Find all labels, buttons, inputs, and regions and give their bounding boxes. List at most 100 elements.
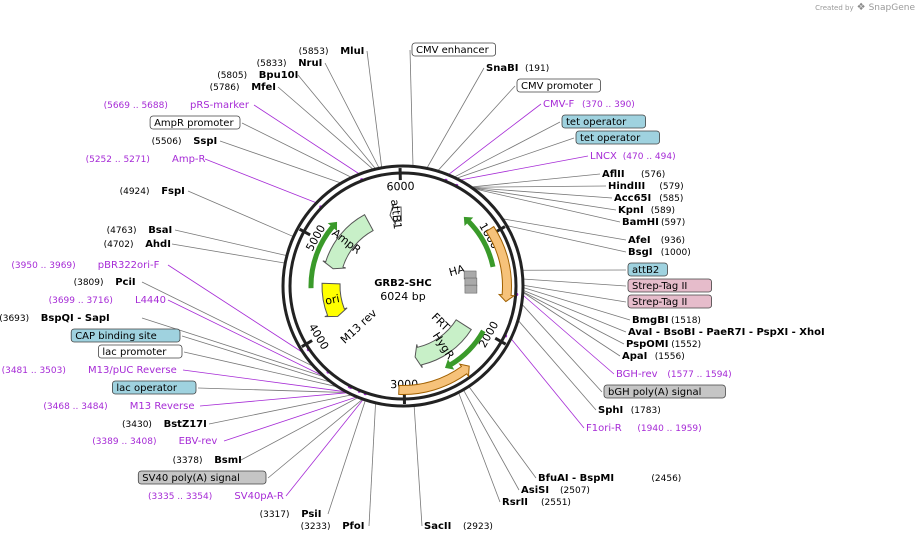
site-label-lncx: LNCX(470 .. 494): [590, 151, 676, 162]
site-position-sspi: (5506): [152, 137, 182, 147]
leader-line-bfuai: [468, 386, 537, 479]
enzyme-name-kpni: KpnI: [618, 205, 644, 216]
enzyme-name-ahdi: AhdI: [145, 239, 171, 250]
site-label-acc65i: Acc65I(585): [614, 193, 683, 204]
site-label-sspi: SspI(5506): [152, 136, 218, 147]
site-position-sv40par: (3335 .. 3354): [148, 492, 212, 502]
tick-mark-5000: [298, 227, 311, 237]
site-label-kpni: KpnI (589): [618, 205, 675, 216]
site-position-sacii: (2923): [463, 522, 493, 532]
feature-name-lacop: lac operator: [116, 383, 177, 394]
site-label-fspi: FspI(4924): [120, 186, 185, 197]
leader-line-cap: [181, 335, 333, 384]
site-position-apai: (1556): [655, 352, 685, 362]
feature-box-tetop2: [575, 130, 660, 145]
enzyme-name-avai: AvaI - BsoBI - PaeR7I - PspXI - XhoI: [628, 327, 825, 338]
leader-line-bgh: [521, 303, 603, 393]
feature-name-sv40pa: SV40 poly(A) signal: [142, 473, 240, 484]
leader-line-cmvenh: [409, 49, 414, 167]
enzyme-name-pspomi: PspOMI: [626, 339, 668, 350]
leader-line-m13r: [199, 392, 349, 407]
site-labels: MluI(5853)NruI(5833)Bpu10I(5805)MfeI(578…: [0, 42, 825, 532]
site-label-hindiii: HindIII (579): [608, 181, 684, 192]
leader-lines: [141, 49, 631, 527]
site-position-aflii: (576): [641, 170, 665, 180]
site-position-hindiii: (579): [659, 182, 683, 192]
site-position-l4440: (3699 .. 3716): [49, 296, 113, 306]
site-position-pbr: (3950 .. 3969): [11, 261, 75, 271]
feature-name-strep2: Strep-Tag II: [632, 297, 687, 308]
site-label-apai: ApaI(1556): [622, 351, 685, 362]
leader-line-strep1: [522, 278, 627, 287]
leader-line-tetop2: [456, 137, 575, 179]
site-label-ahdi: AhdI (4702): [104, 239, 171, 250]
leader-line-mlui: [366, 50, 383, 168]
ampr-feature-arrow: AmpR: [322, 214, 374, 270]
site-label-mlui: MluI (5853): [299, 46, 365, 57]
leader-line-ahdi: [171, 243, 286, 264]
enzyme-name-snabi: SnaBI: [486, 63, 518, 74]
enzyme-name-pcii: PciI: [115, 277, 135, 288]
enzyme-name-afei: AfeI: [628, 235, 651, 246]
enzyme-name-bstz: BstZ17I: [164, 419, 207, 430]
feature-box-cmvenh: [411, 42, 496, 57]
m13rev-feature-label: M13 rev: [338, 306, 380, 346]
grb2-feature-arrow: [485, 225, 516, 303]
feature-name-strep1: Strep-Tag II: [632, 281, 687, 292]
site-position-rsrii: (2551): [541, 498, 571, 508]
leader-line-ampr: [204, 158, 317, 204]
leader-line-sphi: [517, 319, 597, 411]
site-position-kpni: (589): [651, 206, 675, 216]
tick-label-6000: 6000: [386, 180, 414, 194]
leader-line-bsgi: [506, 225, 627, 253]
primer-name-m13r: M13 Reverse: [130, 401, 195, 412]
site-label-bspqi: BspQI - SapI(3693): [0, 313, 110, 324]
primer-name-prs: pRS-marker: [190, 100, 250, 111]
feature-name-cmvenh: CMV enhancer: [416, 45, 490, 56]
site-position-bspqi: (3693): [0, 314, 29, 324]
leader-line-m13puc: [182, 369, 347, 393]
site-position-m13puc: (3481 .. 3503): [2, 366, 66, 376]
site-position-bstz: (3430): [122, 420, 152, 430]
leader-line-kpni: [472, 187, 617, 211]
leader-line-hindiii: [471, 185, 607, 188]
site-label-cmvprom: CMV promoter: [516, 78, 601, 93]
feature-box-bgh: [603, 384, 726, 399]
site-position-ahdi: (4702): [104, 240, 134, 250]
leader-line-bsai: [174, 229, 287, 257]
site-label-strep2: Strep-Tag II: [627, 294, 712, 309]
feature-box-strep2: [627, 294, 712, 309]
site-position-ampr: (5252 .. 5271): [86, 155, 150, 165]
leader-line-cmvf: [447, 103, 542, 176]
leader-line-lacprom: [183, 351, 339, 388]
site-position-prs: (5669 .. 5688): [104, 101, 168, 111]
ori-feature-arrow: ori: [321, 282, 348, 318]
site-position-pfoi: (3233): [301, 522, 331, 532]
site-label-mfei: MfeI(5786): [210, 82, 276, 93]
site-position-bamhi: (597): [661, 218, 685, 228]
feature-box-sv40pa: [137, 470, 267, 485]
primer-name-m13puc: M13/pUC Reverse: [88, 365, 177, 376]
site-position-mlui: (5853): [299, 47, 329, 57]
leader-line-pbr: [167, 264, 304, 354]
site-label-pbr: pBR322ori-F(3950 .. 3969): [11, 260, 159, 271]
enzyme-name-bamhi: BamHI: [622, 217, 659, 228]
tick-mark-4000: [301, 339, 313, 348]
feature-name-cap: CAP binding site: [75, 331, 157, 342]
leader-line-psii: [327, 399, 366, 515]
enzyme-name-pfoi: PfoI: [342, 521, 364, 532]
enzyme-name-mlui: MluI: [340, 46, 364, 57]
feature-name-lacprom: lac promoter: [102, 347, 167, 358]
site-position-cmvf: (370 .. 390): [582, 100, 635, 110]
site-position-lncx: (470 .. 494): [623, 152, 676, 162]
site-position-sphi: (1783): [631, 406, 661, 416]
enzyme-name-hindiii: HindIII: [608, 181, 645, 192]
site-label-ampr: Amp-R(5252 .. 5271): [86, 154, 206, 165]
site-label-m13puc: M13/pUC Reverse (3481 .. 3503): [2, 365, 177, 376]
site-label-ebv: EBV-rev(3389 .. 3408): [92, 436, 217, 447]
shc-feature-arrow: [398, 363, 470, 395]
snapgene-logo-icon: ❖: [856, 2, 866, 13]
brand-name: SnapGene: [868, 2, 915, 13]
ha-feature-label: HA: [448, 262, 467, 279]
site-label-bsgi: BsgI(1000): [628, 247, 691, 258]
